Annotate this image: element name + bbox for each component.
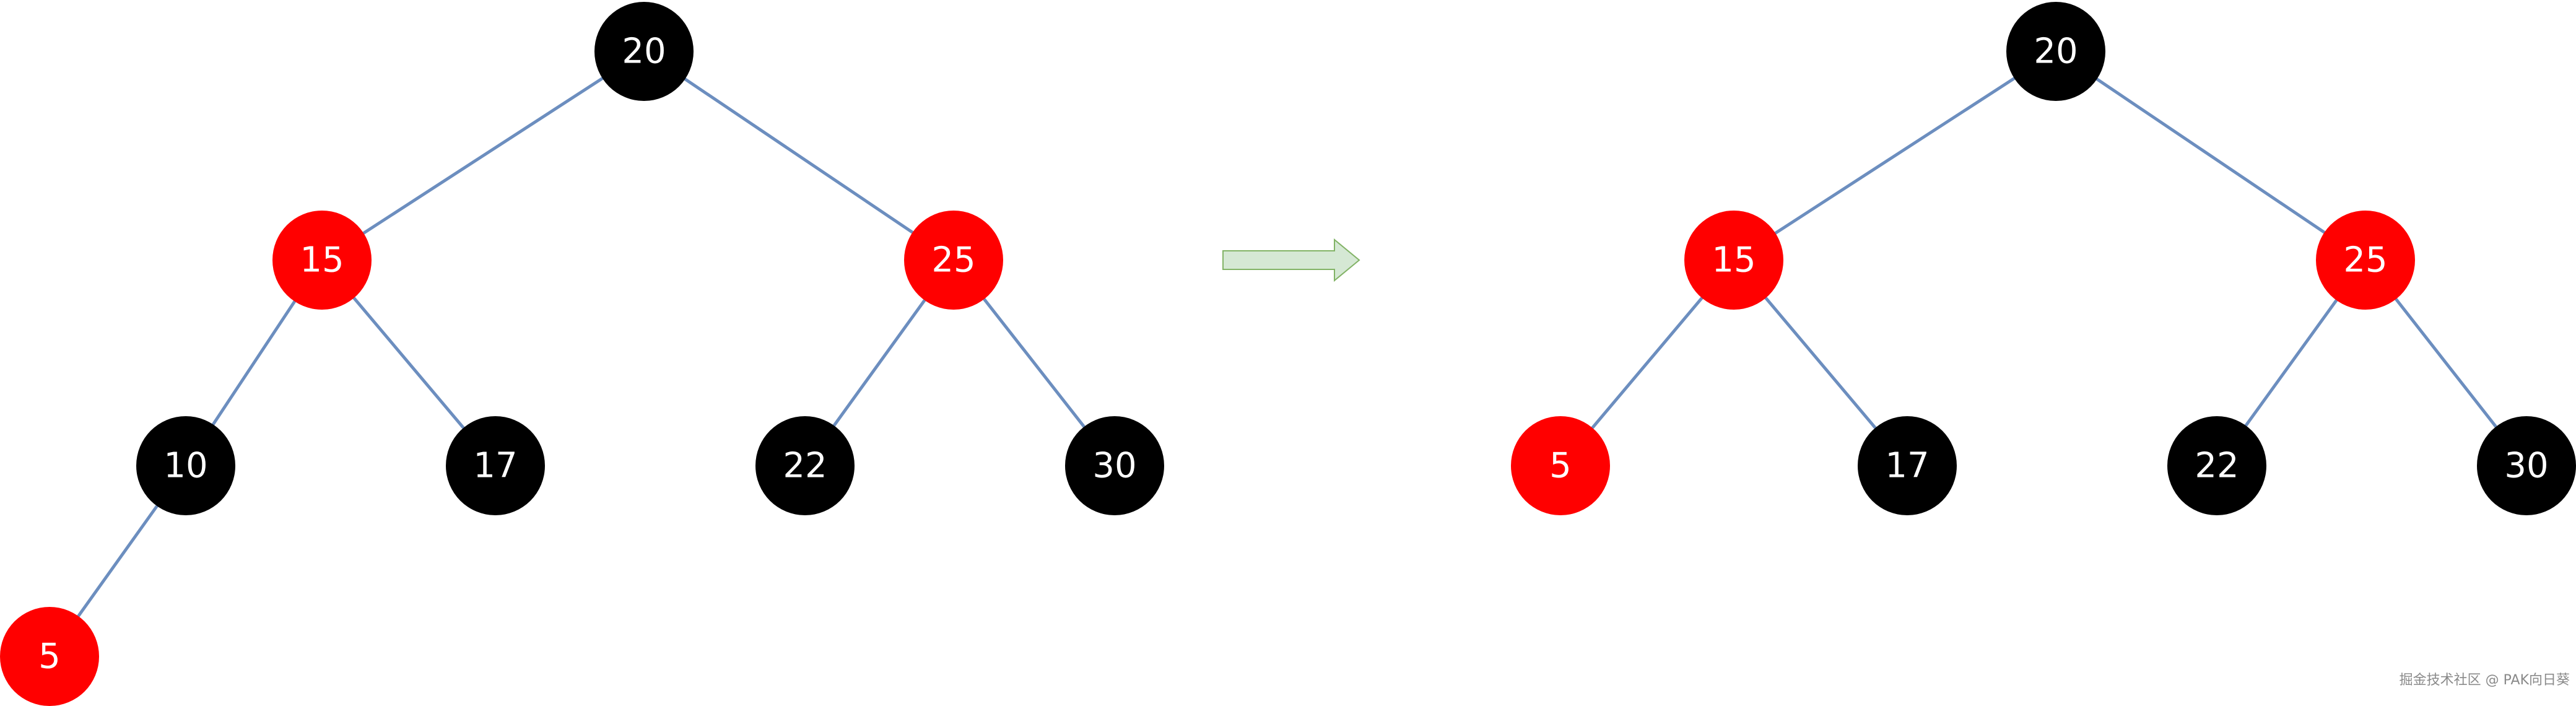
edges-layer: [48, 50, 2528, 658]
after-node-15: 15: [1684, 211, 1783, 310]
after-node-20: 20: [2006, 2, 2105, 101]
node-label: 15: [300, 240, 344, 281]
node-label: 30: [1092, 446, 1136, 486]
after-edge-20-15: [1733, 50, 2057, 262]
node-circle: [2167, 416, 2266, 515]
node-circle: [2006, 2, 2105, 101]
before-node-5: 5: [0, 607, 99, 706]
after-node-30: 30: [2477, 416, 2576, 515]
before-node-20: 20: [594, 2, 694, 101]
node-circle: [2477, 416, 2576, 515]
node-circle: [2316, 211, 2415, 310]
node-label: 17: [473, 446, 517, 486]
node-circle: [1065, 416, 1164, 515]
node-circle: [1511, 416, 1610, 515]
before-node-15: 15: [272, 211, 372, 310]
node-circle: [1684, 211, 1783, 310]
node-label: 30: [2504, 446, 2548, 486]
right-arrow-icon: [1222, 238, 1360, 282]
node-label: 25: [931, 240, 975, 281]
after-node-22: 22: [2167, 416, 2266, 515]
node-label: 25: [2343, 240, 2387, 281]
after-node-5: 5: [1511, 416, 1610, 515]
node-label: 20: [2034, 32, 2078, 72]
before-node-30: 30: [1065, 416, 1164, 515]
node-circle: [904, 211, 1003, 310]
watermark-text: 掘金技术社区 @ PAK向日葵: [2400, 673, 2570, 688]
before-edge-20-15: [321, 50, 645, 262]
node-label: 5: [1549, 446, 1572, 486]
after-node-17: 17: [1858, 416, 1957, 515]
before-node-10: 10: [136, 416, 235, 515]
node-circle: [1858, 416, 1957, 515]
after-node-25: 25: [2316, 211, 2415, 310]
before-node-17: 17: [446, 416, 545, 515]
after-edge-20-25: [2055, 50, 2367, 262]
node-circle: [594, 2, 694, 101]
node-label: 17: [1885, 446, 1929, 486]
before-edge-20-25: [643, 50, 955, 262]
node-label: 20: [622, 32, 666, 72]
before-node-25: 25: [904, 211, 1003, 310]
node-circle: [755, 416, 855, 515]
node-circle: [446, 416, 545, 515]
node-label: 22: [783, 446, 827, 486]
transition-arrow: [1222, 238, 1360, 282]
node-label: 15: [1712, 240, 1756, 281]
node-label: 10: [163, 446, 207, 486]
node-circle: [272, 211, 372, 310]
node-label: 5: [38, 637, 61, 677]
node-label: 22: [2195, 446, 2239, 486]
before-node-22: 22: [755, 416, 855, 515]
node-circle: [0, 607, 99, 706]
node-circle: [136, 416, 235, 515]
